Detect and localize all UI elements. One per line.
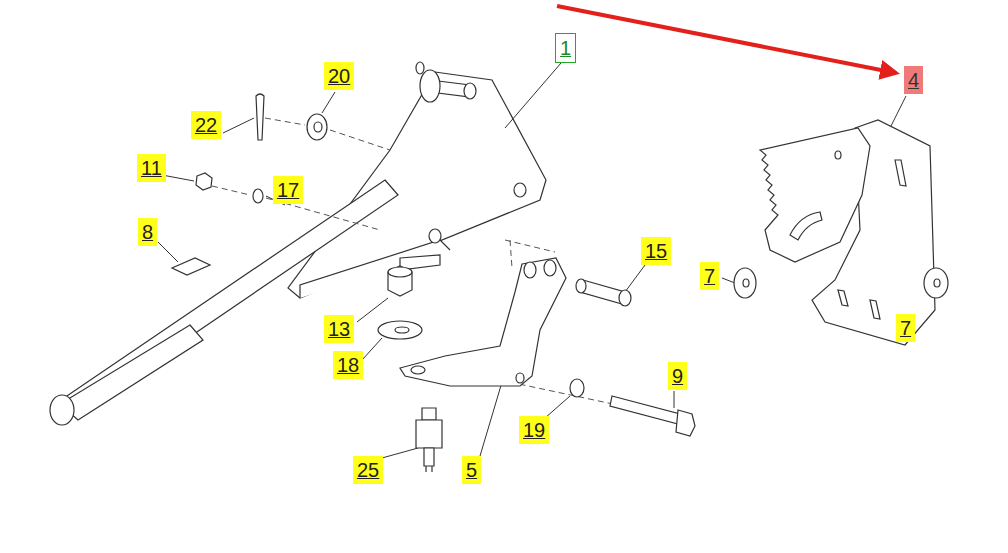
sector-part — [934, 279, 940, 287]
lever-part — [50, 395, 74, 425]
callout-number: 15 — [641, 237, 671, 265]
fastener-part — [424, 448, 434, 466]
fastener-part — [431, 466, 432, 472]
sector-part — [895, 160, 906, 186]
fastener-part — [570, 379, 584, 397]
fastener-part — [388, 266, 412, 296]
callout-number: 22 — [191, 111, 221, 139]
callout-number: 1 — [555, 33, 576, 63]
fastener-part — [576, 279, 586, 293]
fastener-part — [314, 122, 322, 132]
callout-number: 5 — [462, 456, 481, 484]
sector-part — [790, 212, 822, 240]
sector-part — [760, 128, 870, 262]
assembly-path — [510, 240, 512, 268]
bracket-part — [400, 258, 566, 386]
fastener-part — [172, 258, 210, 275]
bracket-part — [544, 260, 556, 276]
sector-part — [870, 300, 880, 319]
fastener-part — [307, 114, 327, 140]
leader-line — [722, 278, 735, 283]
callout-number: 7 — [700, 262, 719, 290]
callout-number: 19 — [519, 416, 549, 444]
assembly-path — [212, 118, 660, 414]
lever-part — [288, 72, 546, 298]
assembly-path — [330, 130, 390, 150]
lever-part — [464, 83, 476, 99]
leader-line — [362, 338, 382, 360]
leader-line — [890, 96, 906, 128]
fastener-part — [253, 189, 263, 203]
callout-number: 4 — [904, 66, 923, 94]
bracket-part — [400, 258, 566, 386]
bracket-part — [411, 366, 425, 374]
leader-line — [162, 175, 194, 181]
callout-number: 8 — [138, 218, 157, 246]
assembly-path — [505, 240, 555, 252]
leader-line — [382, 448, 418, 458]
leader-line — [322, 92, 335, 113]
assembly-path — [265, 118, 305, 125]
fastener-part — [676, 410, 695, 436]
lever-part — [514, 183, 526, 197]
fastener-part — [580, 280, 625, 304]
fastener-part — [378, 321, 422, 339]
sector-part — [734, 120, 948, 345]
callout-number: 7 — [896, 314, 915, 342]
leader-line — [505, 63, 561, 128]
leader-line — [158, 63, 930, 458]
lever-part — [60, 325, 203, 420]
lever-part — [429, 229, 441, 243]
sector-part — [835, 151, 841, 159]
leader-line — [545, 396, 570, 418]
fastener-part — [256, 94, 264, 140]
bracket-part — [516, 373, 524, 383]
callout-number: 11 — [137, 154, 166, 182]
sector-part — [924, 268, 948, 298]
callout-number: 18 — [333, 351, 363, 379]
lever-part — [416, 62, 424, 74]
pointer-arrow — [557, 6, 896, 73]
fastener-part — [610, 396, 680, 424]
callout-number: 13 — [324, 315, 354, 343]
pointer-arrow — [557, 6, 896, 73]
callout-number: 9 — [668, 362, 687, 390]
fastener-part — [388, 267, 412, 277]
fastener-part — [395, 327, 409, 333]
lever-part — [300, 240, 450, 298]
callout-number: 17 — [273, 176, 303, 204]
sector-part — [838, 290, 848, 306]
fastener-part — [196, 173, 212, 190]
leader-line — [158, 242, 178, 262]
assembly-path — [212, 186, 250, 195]
fastener-part — [619, 290, 631, 306]
sector-part — [734, 268, 756, 298]
fastener-part — [425, 466, 426, 472]
bracket-part — [524, 262, 536, 278]
leader-line — [357, 298, 388, 322]
callout-number: 25 — [353, 456, 383, 484]
callout-number: 20 — [324, 62, 354, 90]
leader-line — [223, 118, 254, 133]
leader-line — [625, 265, 645, 292]
fastener-part — [416, 420, 442, 448]
fastener-part — [422, 408, 436, 420]
lever-part — [420, 70, 440, 102]
fastener-part — [172, 94, 695, 472]
sector-part — [743, 279, 749, 287]
leader-line — [674, 391, 675, 408]
